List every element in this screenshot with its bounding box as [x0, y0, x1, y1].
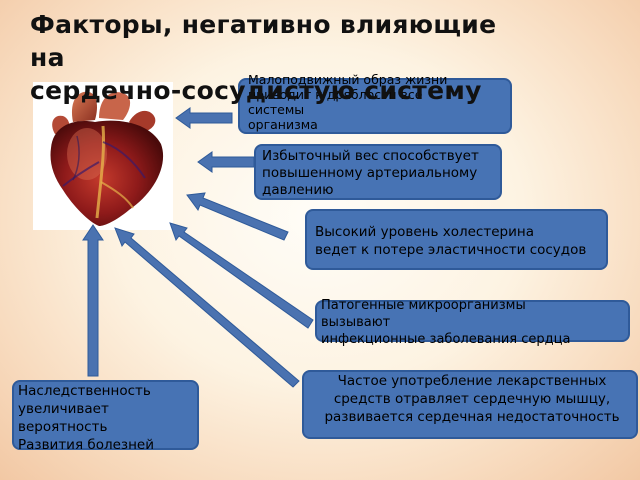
title-line-2: сердечно-сосудистую систему	[30, 76, 482, 105]
factor-microorganisms-text: Патогенные микроорганизмы вызывают инфек…	[321, 298, 571, 347]
heart-icon	[50, 91, 164, 226]
factor-microorganisms-box: Патогенные микроорганизмы вызывают инфек…	[315, 298, 630, 347]
factor-overweight-text: Избыточный вес способствует повышенному …	[262, 148, 479, 198]
arrow-microorganisms-icon	[169, 222, 314, 329]
factor-heredity-text: Наследственность увеличивает вероятность…	[18, 383, 154, 453]
title-line-1: Факторы, негативно влияющие на	[30, 10, 497, 72]
arrow-medication-icon	[114, 227, 300, 388]
factor-sedentary-box: Малоподвижный образ жизни приводит к дря…	[238, 72, 512, 134]
arrow-heredity-icon	[82, 224, 104, 377]
arrow-cholesterol-icon	[186, 192, 289, 241]
factor-heredity-box: Наследственность увеличивает вероятность…	[12, 380, 199, 453]
heart-image	[33, 82, 173, 230]
arrow-sedentary-icon	[175, 107, 233, 129]
factor-medication-text: Частое употребление лекарственных средст…	[324, 373, 620, 425]
page-title: Факторы, негативно влияющие на сердечно-…	[30, 8, 530, 107]
factor-cholesterol-text: Высокий уровень холестерина ведет к поте…	[315, 224, 587, 258]
factor-overweight-box: Избыточный вес способствует повышенному …	[254, 144, 502, 200]
factor-cholesterol-box: Высокий уровень холестерина ведет к поте…	[305, 209, 608, 270]
factor-medication-box: Частое употребление лекарственных средст…	[302, 370, 638, 439]
factor-sedentary-text: Малоподвижный образ жизни приводит к дря…	[248, 72, 448, 132]
arrow-overweight-icon	[197, 151, 255, 173]
